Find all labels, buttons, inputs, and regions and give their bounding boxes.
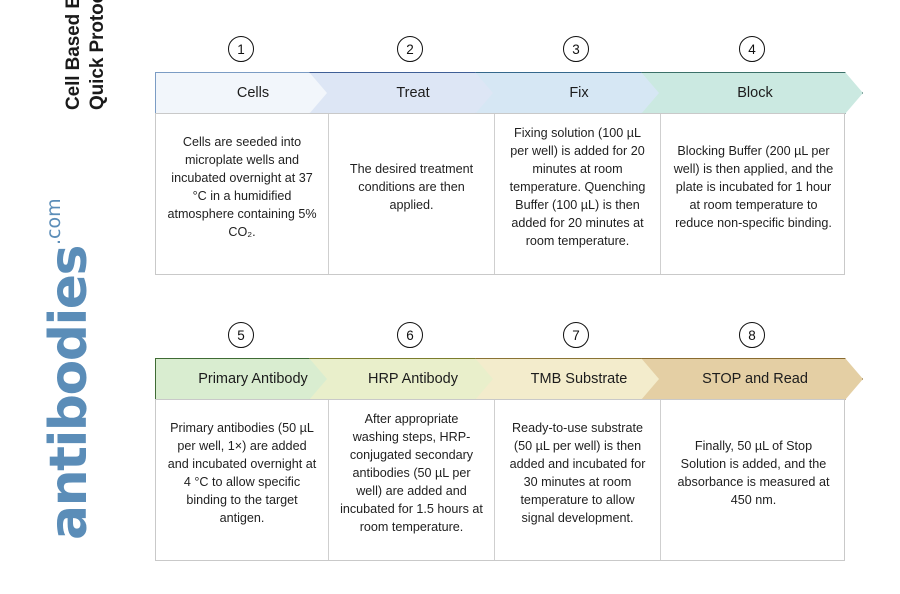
step-description-text-8: Finally, 50 µL of Stop Solution is added… (677, 439, 830, 507)
step-description-cell-5: Primary antibodies (50 µL per well, 1×) … (156, 400, 328, 560)
step-chevron-label-3: Fix (569, 85, 589, 101)
step-description-text-5: Primary antibodies (50 µL per well, 1×) … (167, 421, 317, 525)
step-chevron-label-5: Primary Antibody (198, 371, 308, 387)
protocol-flow-row-1: 1 2 3 4 Cells Treat Fix Block Cells are seeded… (155, 32, 845, 275)
step-number-4: 4 (739, 36, 765, 62)
step-number-8: 8 (739, 322, 765, 348)
page-title: Cell Based ELISA Kits Quick Protocol (63, 0, 109, 110)
step-chevron-label-2: Treat (396, 85, 430, 101)
step-chevron-label-8: STOP and Read (702, 371, 808, 387)
step-chevron-label-4: Block (737, 85, 773, 101)
step-description-text-7: Ready-to-use substrate (50 µL per well) … (509, 421, 646, 525)
brand-logo: antibodies .com (39, 198, 123, 540)
step-description-cell-2: The desired treatment conditions are the… (328, 114, 494, 274)
body-band-2: Primary antibodies (50 µL per well, 1×) … (155, 399, 845, 561)
step-description-cell-1: Cells are seeded into microplate wells a… (156, 114, 328, 274)
step-description-text-1: Cells are seeded into microplate wells a… (167, 135, 317, 239)
step-chevron-6[interactable]: HRP Antibody (309, 358, 511, 400)
step-chevron-4[interactable]: Block (641, 72, 863, 114)
step-chevron-label-1: Cells (236, 85, 270, 101)
step-description-text-2: The desired treatment conditions are the… (349, 162, 474, 212)
step-chevron-1[interactable]: Cells (155, 72, 345, 114)
step-number-5: 5 (228, 322, 254, 348)
chevron-band-2: Primary Antibody HRP Antibody TMB Substrat… (155, 358, 845, 400)
step-description-cell-7: Ready-to-use substrate (50 µL per well) … (494, 400, 660, 560)
step-description-cell-6: After appropriate washing steps, HRP-con… (328, 400, 494, 560)
brand-wordmark: antibodies (39, 245, 99, 540)
step-description-cell-4: Blocking Buffer (200 µL per well) is the… (660, 114, 846, 274)
brand-column: Cell Based ELISA Kits Quick Protocol ant… (0, 0, 155, 594)
step-number-strip-1: 1 2 3 4 (155, 32, 845, 72)
step-description-cell-3: Fixing solution (100 µL per well) is add… (494, 114, 660, 274)
step-description-cell-8: Finally, 50 µL of Stop Solution is added… (660, 400, 846, 560)
protocol-flow-row-2: 5 6 7 8 Primary Antibody HRP Antibody TMB Sub… (155, 318, 845, 561)
step-chevron-label-6: HRP Antibody (367, 371, 458, 387)
step-number-7: 7 (563, 322, 589, 348)
step-description-text-4: Blocking Buffer (200 µL per well) is the… (673, 144, 834, 230)
step-description-text-3: Fixing solution (100 µL per well) is add… (509, 126, 646, 248)
step-chevron-8[interactable]: STOP and Read (641, 358, 863, 400)
step-description-text-6: After appropriate washing steps, HRP-con… (340, 412, 483, 534)
step-chevron-3[interactable]: Fix (475, 72, 677, 114)
brand-tld-label: .com (43, 198, 65, 245)
step-number-2: 2 (397, 36, 423, 62)
step-chevron-7[interactable]: TMB Substrate (475, 358, 677, 400)
step-number-1: 1 (228, 36, 254, 62)
step-number-strip-2: 5 6 7 8 (155, 318, 845, 358)
body-band-1: Cells are seeded into microplate wells a… (155, 113, 845, 275)
chevron-band-1: Cells Treat Fix Block (155, 72, 845, 114)
step-chevron-label-7: TMB Substrate (530, 371, 628, 387)
step-number-6: 6 (397, 322, 423, 348)
step-number-3: 3 (563, 36, 589, 62)
